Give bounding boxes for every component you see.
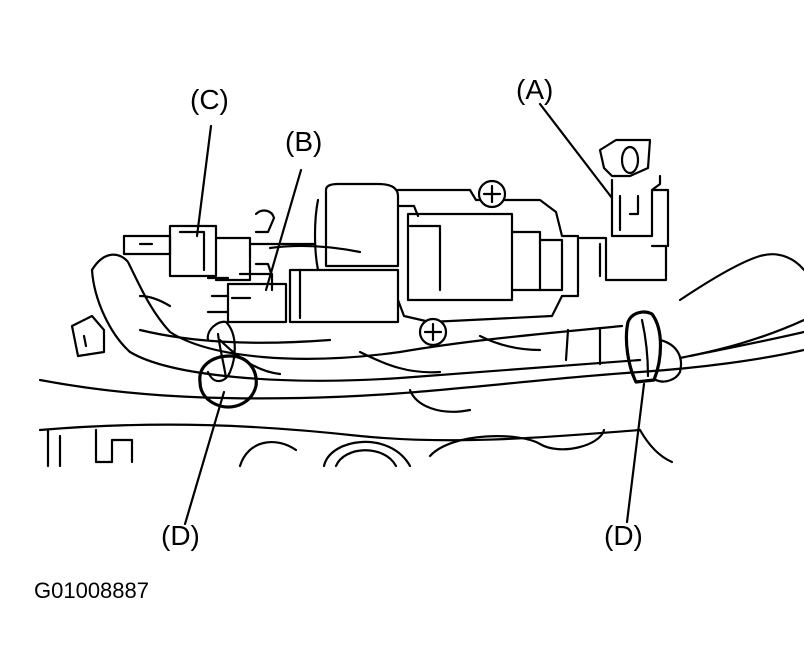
callout-d-right: (D) xyxy=(604,520,643,551)
leader-d-left xyxy=(183,390,226,526)
callout-a: (A) xyxy=(516,74,554,105)
connector-a xyxy=(578,138,670,282)
connector-c xyxy=(122,209,316,282)
leader-c xyxy=(195,124,213,238)
clamp-d-right xyxy=(624,310,683,384)
actuator-housing xyxy=(268,182,580,324)
screw-upper xyxy=(477,179,507,209)
leader-b xyxy=(264,168,303,292)
harness-tube xyxy=(70,253,804,382)
leader-d-right xyxy=(625,382,646,524)
engine-body-outline xyxy=(38,330,804,468)
screw-lower xyxy=(418,317,448,347)
callout-d-left: (D) xyxy=(161,520,200,551)
clamp-d-left xyxy=(198,320,258,409)
figure-code: G01008887 xyxy=(34,578,149,603)
callout-c: (C) xyxy=(190,84,229,115)
leader-lines xyxy=(183,102,646,526)
leader-a xyxy=(538,102,614,200)
callout-b: (B) xyxy=(285,126,323,157)
connector-b xyxy=(206,262,288,324)
